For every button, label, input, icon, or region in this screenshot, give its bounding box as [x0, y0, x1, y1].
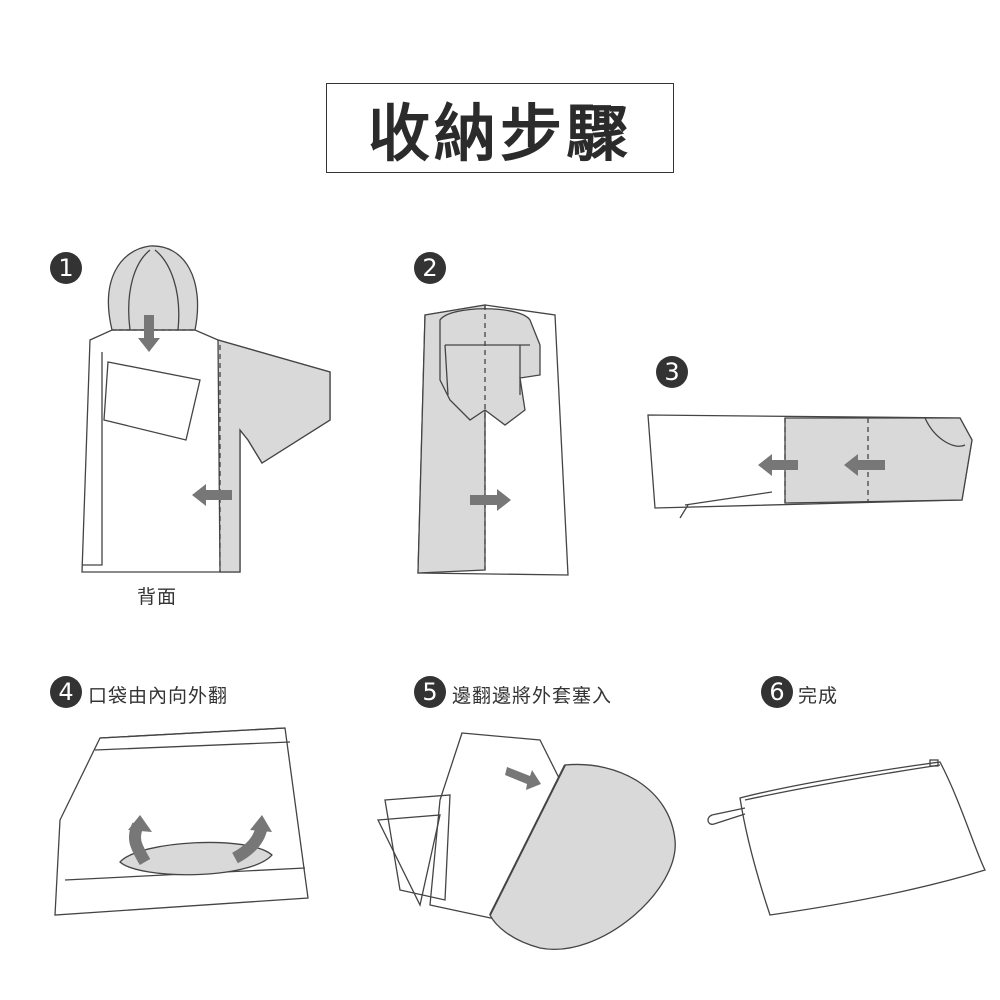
step-5-badge: 5 — [414, 676, 446, 708]
step-6-caption: 完成 — [798, 685, 839, 707]
step-5-stuffing-illustration — [376, 732, 676, 950]
step-2-jacket-illustration — [417, 304, 569, 576]
step-4-caption: 口袋由內向外翻 — [88, 685, 229, 707]
step-3-jacket-illustration — [647, 414, 973, 519]
title-box: 收納步驟 — [326, 83, 674, 173]
step-6-pouch-illustration — [707, 759, 986, 916]
step-5-caption: 邊翻邊將外套塞入 — [452, 685, 613, 707]
step-6-badge: 6 — [761, 676, 793, 708]
step-2-badge: 2 — [414, 252, 446, 284]
step-1-jacket-illustration — [81, 245, 331, 573]
step-4-badge: 4 — [50, 676, 82, 708]
page-title: 收納步驟 — [367, 97, 632, 170]
step-1-badge: 1 — [50, 252, 82, 284]
step-3-badge: 3 — [656, 356, 688, 388]
step-4-pocket-illustration — [54, 727, 309, 916]
step-1-caption: 背面 — [137, 586, 178, 608]
